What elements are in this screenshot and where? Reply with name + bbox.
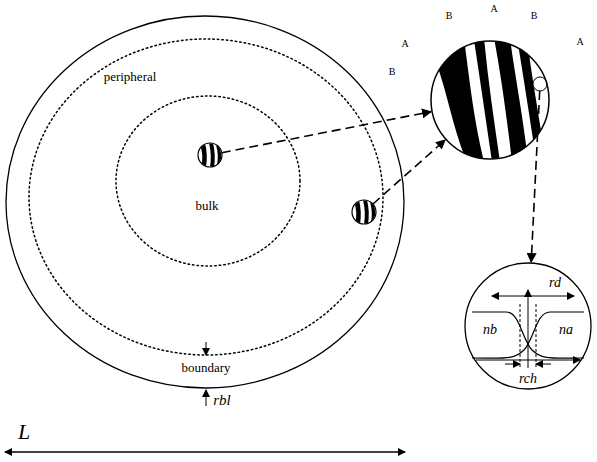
- region-label: rd: [549, 276, 561, 290]
- bulk-region: bulk: [115, 95, 301, 267]
- zoom-arrow: [222, 112, 431, 153]
- y-axis: [528, 290, 529, 368]
- outline-ellipse: [431, 41, 549, 159]
- sample-circle: [198, 143, 222, 167]
- dimension-label: rbl: [213, 393, 231, 408]
- domain-stripes: [436, 38, 544, 162]
- region-label: A: [490, 4, 497, 14]
- profile-circle: rd nb na rch: [464, 262, 592, 390]
- region-label: bulk: [195, 199, 218, 212]
- region-label: A: [576, 37, 583, 47]
- region-label: peripheral: [104, 70, 157, 83]
- channel-line: [536, 304, 537, 368]
- zoom-arrow: [373, 140, 445, 204]
- outline-ellipse: [116, 96, 300, 266]
- size-arrow: [5, 451, 405, 452]
- region-label: A: [401, 39, 408, 49]
- width-arrow: [492, 296, 574, 297]
- outline-shape: [430, 40, 550, 160]
- channel-arrow: [505, 364, 520, 365]
- region-label: rch: [519, 372, 537, 386]
- channel-arrow: [536, 364, 551, 365]
- outline-ellipse: [6, 16, 404, 388]
- density-curve: [472, 312, 584, 358]
- system-outline: boundary peripheral bulk: [5, 15, 405, 389]
- thickness-arrow: [206, 390, 207, 406]
- peripheral-region: peripheral bulk: [28, 38, 384, 356]
- region-label: boundary: [181, 361, 230, 374]
- outline-shape: [28, 38, 384, 356]
- outline-shape: [115, 95, 301, 267]
- region-label: B: [531, 11, 538, 21]
- dimension-label: L: [18, 421, 30, 443]
- region-label: na: [559, 323, 573, 337]
- outline-ellipse: [465, 263, 591, 389]
- interface-profile: [472, 290, 584, 368]
- region-label: B: [389, 67, 396, 77]
- region-label: B: [446, 11, 453, 21]
- zoom-circle: ABBABA: [430, 40, 550, 160]
- region-label: nb: [483, 323, 497, 337]
- density-curve: [472, 312, 584, 358]
- zoom-arrow: [531, 91, 540, 262]
- channel-line: [520, 304, 521, 368]
- outline-ellipse: [29, 39, 383, 355]
- sample-circle: [352, 200, 376, 224]
- thickness-arrow: [206, 342, 207, 355]
